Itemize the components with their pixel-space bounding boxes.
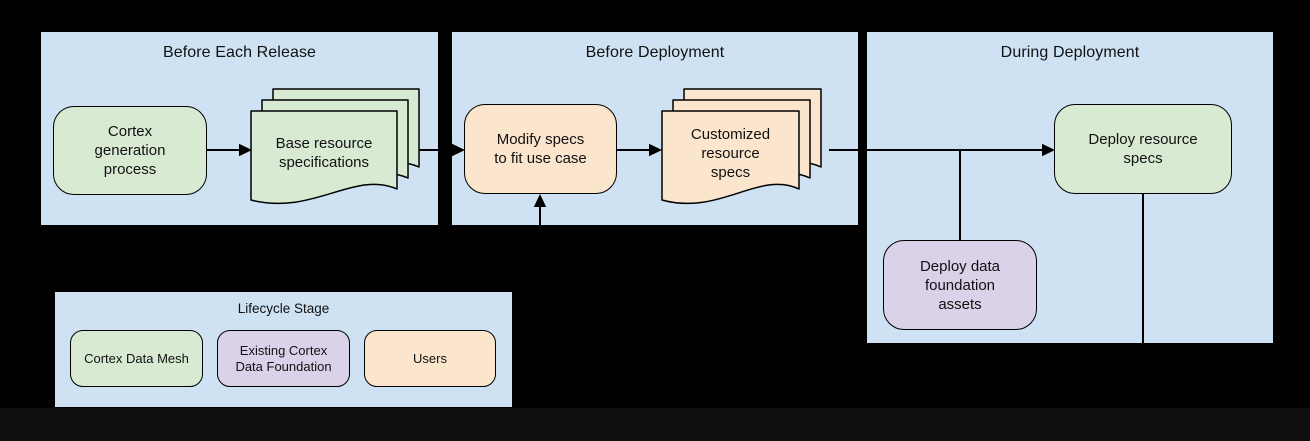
legend-item-users: Users bbox=[364, 330, 496, 387]
legend-title: Lifecycle Stage bbox=[237, 301, 330, 316]
document-sheet-front bbox=[661, 110, 800, 205]
panel-title-during-deployment: During Deployment bbox=[1000, 44, 1140, 61]
document-sheet-front bbox=[250, 110, 398, 205]
node-modify-specs: Modify specs to fit use case bbox=[464, 104, 617, 194]
doc-stack-base-resource-specifications bbox=[250, 88, 420, 205]
legend-item-cortex-data-mesh: Cortex Data Mesh bbox=[70, 330, 203, 387]
node-base-resource-specifications-label: Base resource specifications bbox=[275, 135, 373, 171]
legend-lifecycle-stage: Lifecycle Stage Cortex Data Mesh Existin… bbox=[55, 292, 512, 407]
node-cortex-generation-process: Cortex generation process bbox=[53, 106, 207, 195]
panel-title-before-each-release: Before Each Release bbox=[162, 44, 317, 61]
node-customized-resource-specs-label: Customized resource specs bbox=[690, 125, 771, 181]
node-deploy-data-foundation-assets: Deploy data foundation assets bbox=[883, 240, 1037, 330]
legend-item-existing-cortex-data-foundation: Existing Cortex Data Foundation bbox=[217, 330, 350, 387]
doc-stack-customized-resource-specs bbox=[661, 88, 822, 205]
footer-strip bbox=[0, 408, 1310, 441]
node-deploy-resource-specs: Deploy resource specs bbox=[1054, 104, 1232, 194]
panel-title-before-deployment: Before Deployment bbox=[585, 44, 725, 61]
